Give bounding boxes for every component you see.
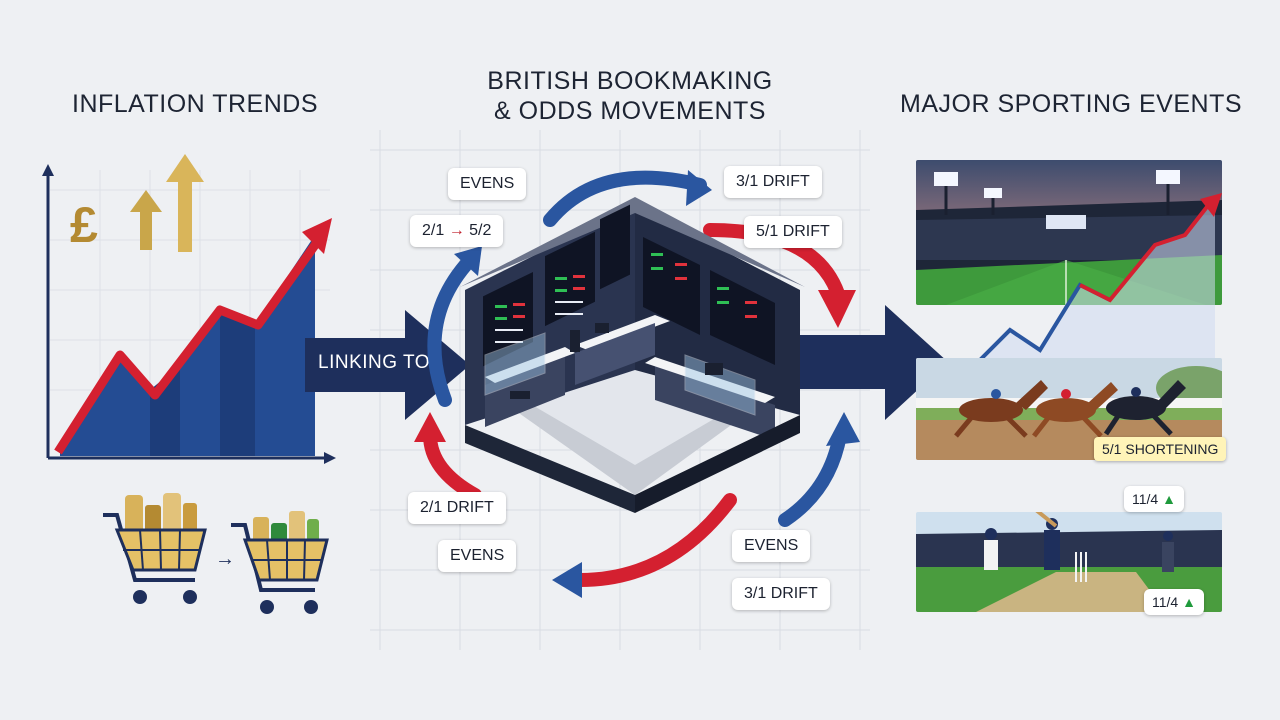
odds-tag-11-4-top: 11/4 ▲	[1124, 486, 1184, 512]
gold-up-arrow-icon	[130, 190, 162, 212]
green-up-arrow-icon: ▲	[1162, 491, 1176, 507]
sports-trend-arrow-icon	[1200, 193, 1222, 217]
odds-tag-evens-bottom-left: EVENS	[438, 540, 517, 572]
sports-rising-chart	[963, 193, 1222, 377]
odds-tag-11-4-bottom: 11/4 ▲	[1144, 589, 1204, 615]
cycle-arrow-bottom-icon	[552, 562, 582, 598]
bookmaking-title-line2: & ODDS MOVEMENTS	[494, 97, 766, 125]
odds-tag-evens-top: EVENS	[448, 168, 527, 200]
odds-tag-2-1-drift: 2/1 DRIFT	[408, 492, 506, 524]
red-right-arrow-icon: →	[448, 222, 465, 239]
linking-arrow-right	[800, 305, 948, 420]
cart-icon-reduced	[231, 511, 329, 614]
odds-from-value: 2/1	[422, 222, 445, 239]
cycle-arrow-right-icon	[818, 290, 856, 328]
odds-screens-right	[643, 237, 775, 365]
cricket-players	[984, 512, 1174, 582]
cycle-arrows	[414, 170, 860, 598]
linking-to-label: LINKING TO	[318, 352, 430, 373]
cart-transition-arrow-icon: →	[215, 548, 235, 570]
pound-icon: £	[70, 197, 98, 253]
inflation-trend-line	[54, 235, 324, 455]
racing-horses	[954, 380, 1186, 438]
cycle-arrow-left-icon	[454, 246, 482, 276]
odds-tag-3-1-drift-bottom: 3/1 DRIFT	[732, 578, 830, 610]
odds-value: 11/4	[1152, 594, 1179, 610]
bookmaker-shop-illustration	[460, 197, 805, 513]
odds-to-value: 5/2	[469, 222, 492, 239]
odds-tag-5-1-shortening: 5/1 SHORTENING	[1094, 437, 1227, 461]
odds-tag-2-1-to-5-2: 2/1 → 5/2	[410, 215, 504, 247]
shopping-carts: →	[103, 493, 329, 614]
green-up-arrow-icon: ▲	[1182, 594, 1196, 610]
odds-screens-left	[483, 204, 630, 367]
bookmaking-title-line1: BRITISH BOOKMAKING	[487, 67, 773, 95]
sporting-events-title: MAJOR SPORTING EVENTS	[900, 90, 1243, 118]
cycle-arrow-bottom-right-icon	[826, 412, 860, 446]
gold-up-arrow-icon-large	[166, 154, 204, 182]
cart-icon-full	[103, 493, 207, 604]
odds-tag-evens-bottom-right: EVENS	[732, 530, 811, 562]
cycle-arrow-bottom-left-icon	[414, 412, 446, 442]
inflation-chart: £	[42, 154, 336, 464]
trend-arrow-head	[302, 218, 332, 254]
inflation-trends-title: INFLATION TRENDS	[72, 90, 318, 118]
cycle-arrow-top-icon	[686, 170, 712, 206]
odds-tag-5-1-drift: 5/1 DRIFT	[744, 216, 842, 248]
odds-tag-3-1-drift-top: 3/1 DRIFT	[724, 166, 822, 198]
bookmaking-title: BRITISH BOOKMAKING & ODDS MOVEMENTS	[450, 66, 810, 126]
odds-value: 11/4	[1132, 491, 1159, 507]
